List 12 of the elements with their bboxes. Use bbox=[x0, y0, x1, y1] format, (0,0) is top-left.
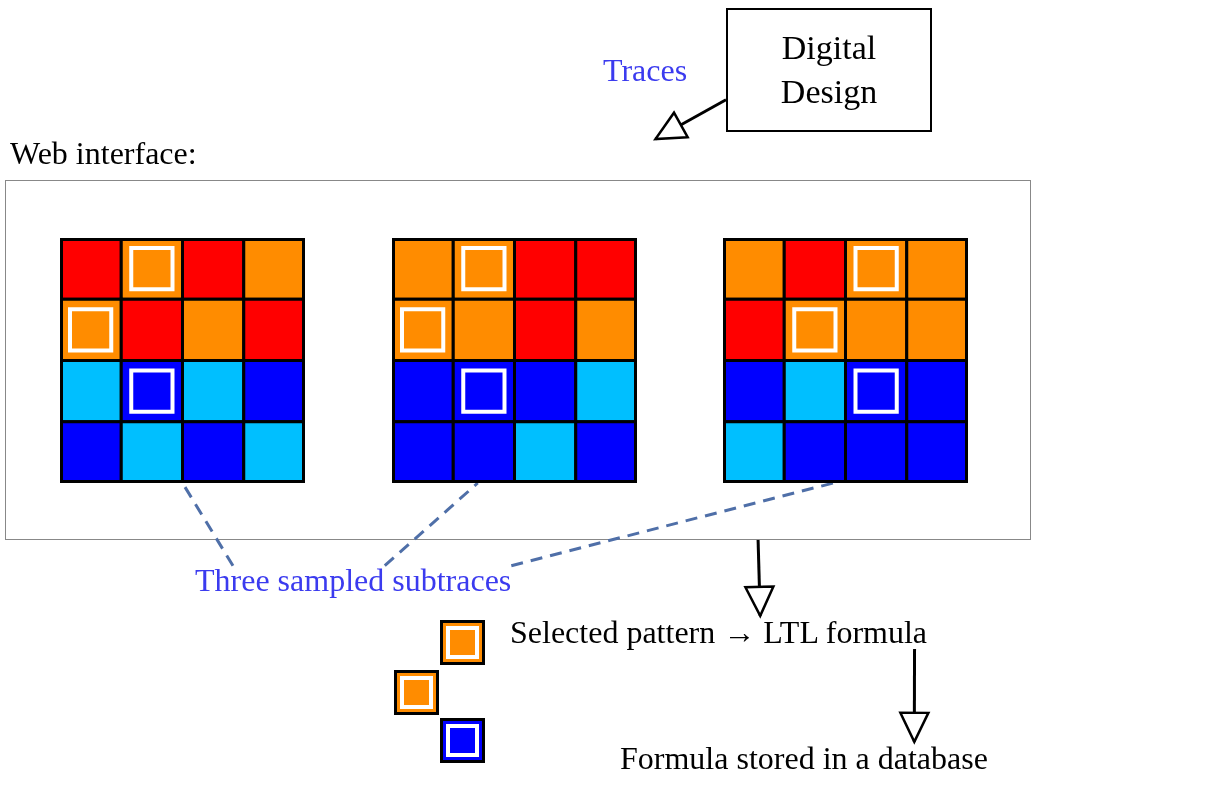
box-label: Digital Design bbox=[779, 27, 879, 112]
panel-heading: Web interface: bbox=[10, 135, 197, 172]
color-grid bbox=[723, 238, 968, 483]
process-box bbox=[726, 8, 932, 132]
hollow-arrow bbox=[899, 648, 930, 744]
annotation-text: Selected pattern → LTL formula bbox=[510, 614, 928, 651]
hollow-arrow bbox=[654, 98, 727, 141]
hollow-arrow bbox=[744, 539, 775, 618]
annotation-text: Formula stored in a database bbox=[620, 740, 988, 777]
annotation-text: Three sampled subtraces bbox=[195, 562, 512, 599]
color-grid bbox=[60, 238, 305, 483]
color-grid bbox=[392, 238, 637, 483]
